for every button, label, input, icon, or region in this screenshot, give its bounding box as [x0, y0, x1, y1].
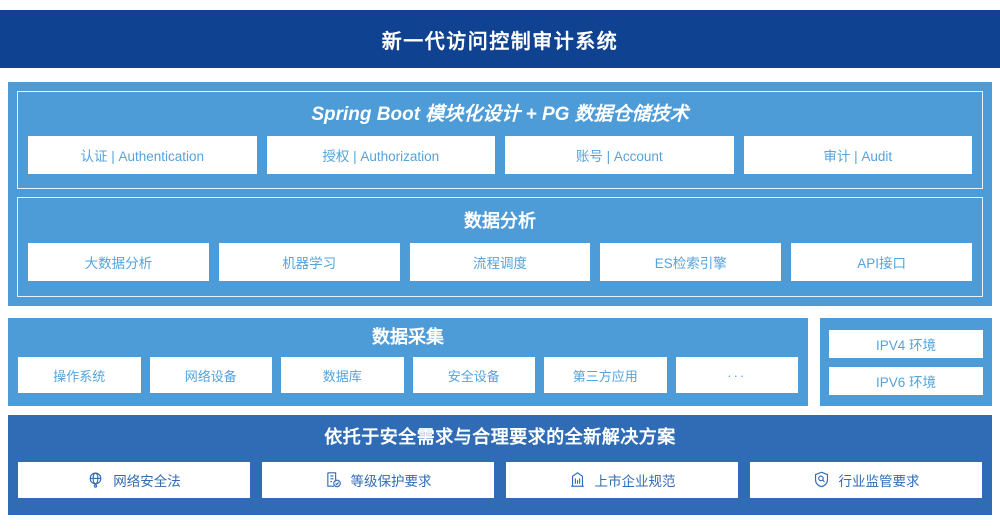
card-listed-enterprise-standard[interactable]: 上市企业规范: [506, 461, 738, 498]
card-account[interactable]: 账号 | Account: [505, 136, 734, 174]
card-ipv4-environment[interactable]: IPV4 环境: [829, 329, 983, 358]
data-collection-section: 数据采集 操作系统 网络设备 数据库 安全设备 第三方应用 ···: [8, 318, 808, 406]
bank-building-icon: [569, 471, 586, 488]
card-cybersecurity-law[interactable]: 网络安全法: [18, 461, 250, 498]
card-database[interactable]: 数据库: [281, 357, 404, 393]
page-title: 新一代访问控制审计系统: [381, 30, 619, 53]
card-audit[interactable]: 审计 | Audit: [743, 136, 972, 174]
data-collection-section-title: 数据采集: [372, 327, 444, 347]
card-big-data-analysis[interactable]: 大数据分析: [28, 243, 209, 281]
compliance-section-title: 依托于安全需求与合理要求的全新解决方案: [324, 427, 676, 447]
card-authorization[interactable]: 授权 | Authorization: [266, 136, 495, 174]
spring-boot-card-row: 认证 | Authentication 授权 | Authorization 账…: [28, 132, 972, 178]
collection-row: 数据采集 操作系统 网络设备 数据库 安全设备 第三方应用 ··· IPV4 环…: [8, 318, 992, 406]
card-machine-learning[interactable]: 机器学习: [218, 243, 400, 281]
document-check-icon: [325, 471, 342, 488]
card-network-device[interactable]: 网络设备: [149, 357, 272, 393]
card-es-search-engine[interactable]: ES检索引擎: [600, 243, 782, 281]
environment-section: IPV4 环境 IPV6 环境: [820, 318, 992, 406]
spring-boot-section: Spring Boot 模块化设计 + PG 数据仓储技术 认证 | Authe…: [17, 91, 983, 189]
card-label: 网络安全法: [113, 473, 181, 489]
page-header: 新一代访问控制审计系统: [0, 10, 1000, 68]
card-security-device[interactable]: 安全设备: [412, 357, 535, 393]
card-process-scheduling[interactable]: 流程调度: [409, 243, 591, 281]
card-classified-protection[interactable]: 等级保护要求: [262, 461, 494, 498]
spring-boot-section-title: Spring Boot 模块化设计 + PG 数据仓储技术: [311, 104, 689, 125]
data-analysis-section: 数据分析 大数据分析 机器学习 流程调度 ES检索引擎 API接口: [17, 197, 983, 297]
card-third-party-app[interactable]: 第三方应用: [544, 357, 667, 393]
globe-icon: [87, 471, 104, 488]
card-api-interface[interactable]: API接口: [791, 243, 972, 281]
card-industry-regulation[interactable]: 行业监管要求: [750, 461, 982, 498]
card-operating-system[interactable]: 操作系统: [18, 357, 141, 393]
card-label: 上市企业规范: [594, 473, 676, 489]
data-analysis-section-title: 数据分析: [464, 211, 536, 231]
architecture-stack-panel: Spring Boot 模块化设计 + PG 数据仓储技术 认证 | Authe…: [8, 82, 992, 306]
card-label: 等级保护要求: [350, 473, 432, 489]
compliance-section: 依托于安全需求与合理要求的全新解决方案 网络安全法: [8, 415, 992, 515]
card-ipv6-environment[interactable]: IPV6 环境: [829, 366, 983, 395]
card-authentication[interactable]: 认证 | Authentication: [28, 136, 257, 174]
compliance-card-row: 网络安全法 等级保护要求: [18, 456, 982, 503]
card-label: 行业监管要求: [838, 473, 920, 489]
data-analysis-card-row: 大数据分析 机器学习 流程调度 ES检索引擎 API接口: [28, 238, 972, 286]
data-collection-card-row: 操作系统 网络设备 数据库 安全设备 第三方应用 ···: [18, 354, 798, 396]
shield-search-icon: [813, 471, 830, 488]
card-more-ellipsis[interactable]: ···: [675, 357, 798, 393]
